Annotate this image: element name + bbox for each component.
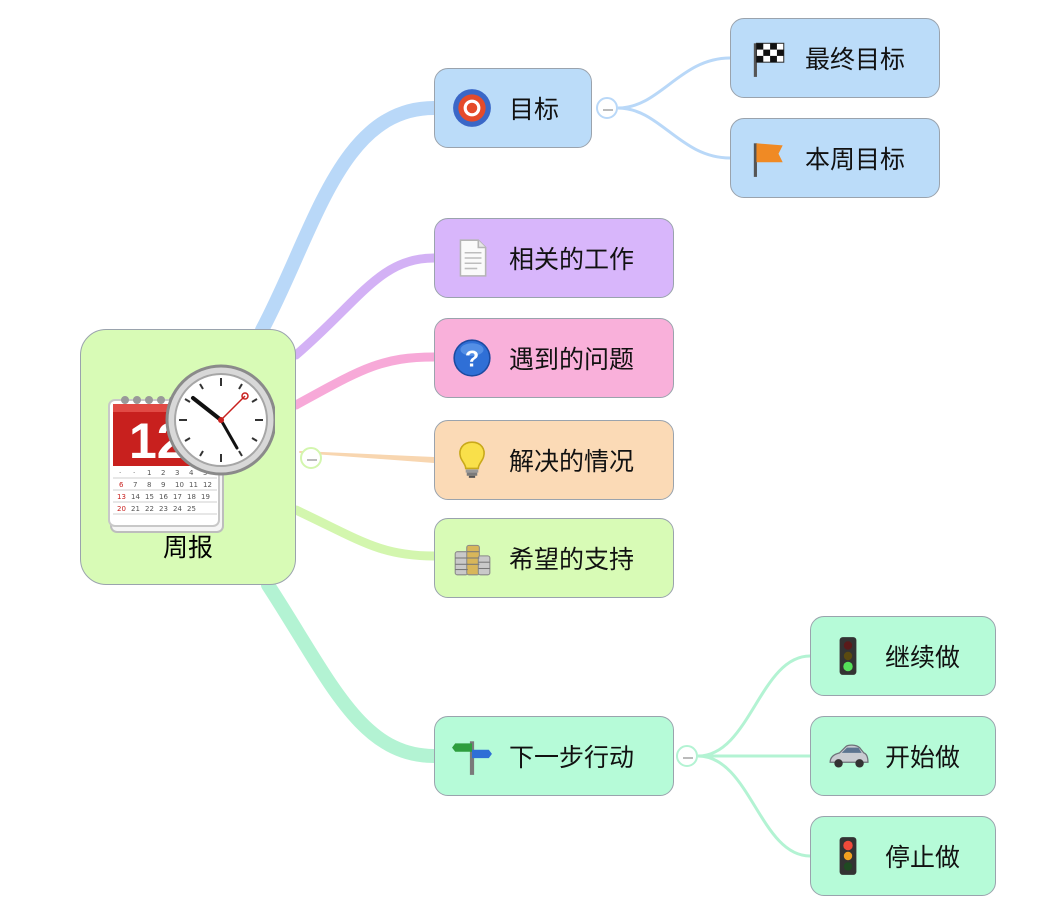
svg-text:24: 24 <box>173 505 182 513</box>
svg-text:22: 22 <box>145 505 154 513</box>
svg-text:25: 25 <box>187 505 196 513</box>
node-goal-label: 目标 <box>509 95 560 124</box>
node-resolution[interactable]: 解决的情况 <box>434 420 674 500</box>
question-icon: ? <box>453 339 491 377</box>
svg-text:11: 11 <box>189 481 198 489</box>
node-support[interactable]: 希望的支持 <box>434 518 674 598</box>
svg-text:9: 9 <box>161 481 165 489</box>
car-icon <box>829 744 869 768</box>
traffic-light-green-icon <box>839 637 857 675</box>
traffic-light-red-icon <box>839 837 857 875</box>
collapse-toggle-next-steps[interactable] <box>676 745 698 767</box>
svg-text:19: 19 <box>201 493 210 501</box>
svg-text:18: 18 <box>187 493 196 501</box>
svg-text:·: · <box>133 469 135 477</box>
node-continue[interactable]: 继续做 <box>810 616 996 696</box>
orange-flag-icon <box>753 143 783 177</box>
svg-text:4: 4 <box>189 469 194 477</box>
node-related-work-label: 相关的工作 <box>509 245 635 274</box>
svg-text:12: 12 <box>203 481 212 489</box>
svg-text:10: 10 <box>175 481 184 489</box>
svg-text:1: 1 <box>147 469 151 477</box>
svg-text:15: 15 <box>145 493 154 501</box>
svg-text:8: 8 <box>147 481 151 489</box>
node-week-goal[interactable]: 本周目标 <box>730 118 940 198</box>
node-start[interactable]: 开始做 <box>810 716 996 796</box>
root-label: 周报 <box>162 533 213 562</box>
target-icon <box>453 89 491 127</box>
node-next-steps-label: 下一步行动 <box>509 743 635 772</box>
svg-text:20: 20 <box>117 505 126 513</box>
node-resolution-label: 解决的情况 <box>509 447 635 476</box>
node-goal[interactable]: 目标 <box>434 68 592 148</box>
node-support-label: 希望的支持 <box>509 545 635 574</box>
node-problems[interactable]: ? 遇到的问题 <box>434 318 674 398</box>
lightbulb-icon <box>459 441 485 478</box>
node-stop-label: 停止做 <box>885 843 961 872</box>
svg-text:·: · <box>119 469 121 477</box>
document-icon <box>459 239 487 277</box>
node-problems-label: 遇到的问题 <box>509 345 635 374</box>
node-start-label: 开始做 <box>885 743 961 772</box>
coins-icon <box>454 544 491 576</box>
svg-text:23: 23 <box>159 505 168 513</box>
signpost-icon <box>452 741 492 775</box>
svg-text:13: 13 <box>117 493 126 501</box>
node-stop[interactable]: 停止做 <box>810 816 996 896</box>
checkered-flag-icon <box>753 42 785 77</box>
node-continue-label: 继续做 <box>885 643 961 672</box>
node-related-work[interactable]: 相关的工作 <box>434 218 674 298</box>
node-week-goal-label: 本周目标 <box>805 145 906 174</box>
collapse-toggle-root[interactable] <box>300 447 322 469</box>
svg-text:3: 3 <box>175 469 179 477</box>
collapse-toggle-goal[interactable] <box>596 97 618 119</box>
svg-text:6: 6 <box>119 481 124 489</box>
svg-text:2: 2 <box>161 469 165 477</box>
svg-text:16: 16 <box>159 493 168 501</box>
svg-text:17: 17 <box>173 493 182 501</box>
node-final-goal-label: 最终目标 <box>805 45 906 74</box>
node-final-goal[interactable]: 最终目标 <box>730 18 940 98</box>
node-next-steps[interactable]: 下一步行动 <box>434 716 674 796</box>
svg-text:7: 7 <box>133 481 137 489</box>
svg-text:21: 21 <box>131 505 140 513</box>
svg-text:?: ? <box>465 345 479 371</box>
svg-text:14: 14 <box>131 493 140 501</box>
